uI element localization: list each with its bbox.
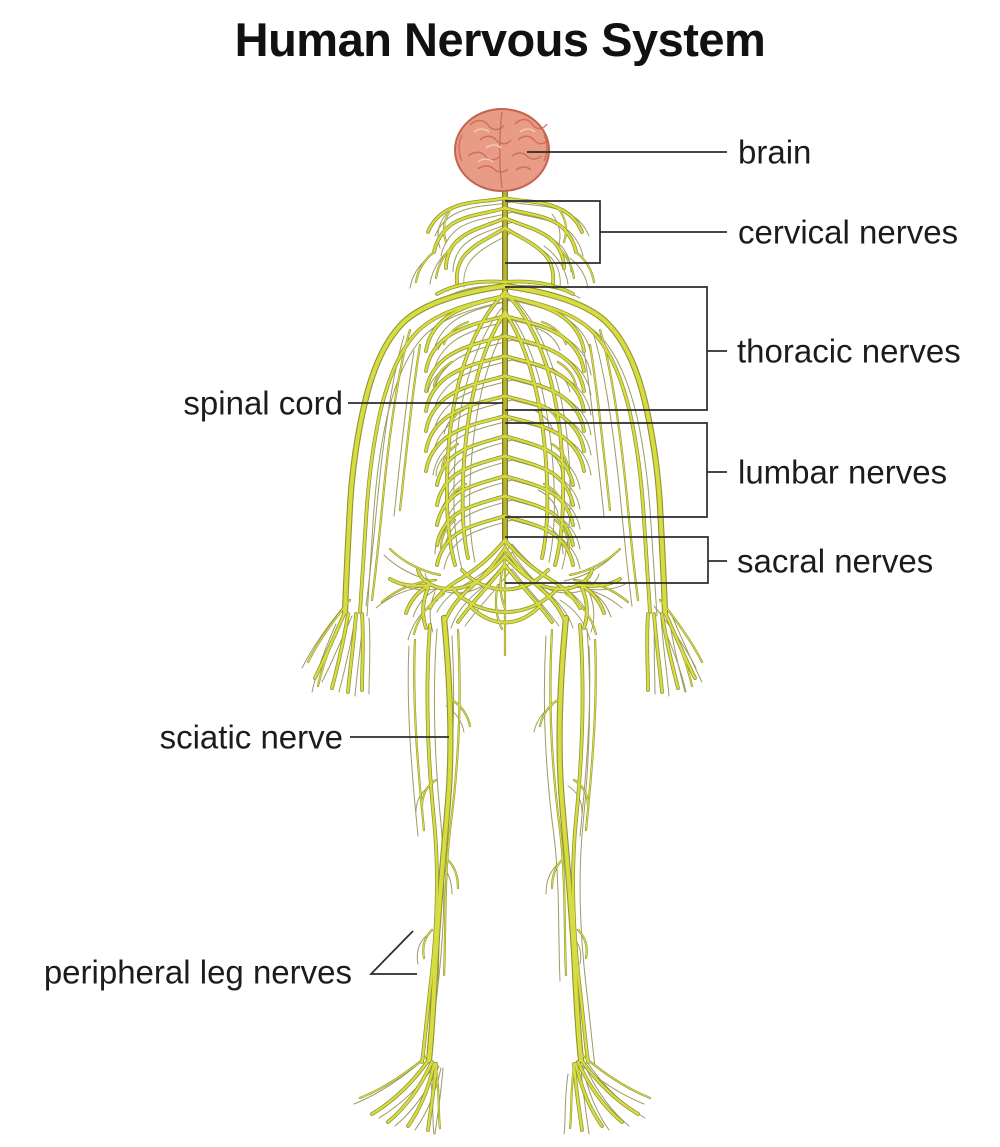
- diagram-title: Human Nervous System: [234, 13, 766, 66]
- label-lumbar-nerves: lumbar nerves: [738, 453, 948, 491]
- label-cervical-nerves: cervical nerves: [738, 213, 959, 251]
- nerve-bright-layer: [308, 180, 702, 1130]
- callout-lines: [348, 151, 727, 975]
- lumbar-bracket: [505, 422, 708, 518]
- label-spinal-cord: spinal cord: [183, 384, 343, 422]
- brain-fissure: [499, 111, 503, 189]
- sacral-bracket: [505, 536, 709, 584]
- label-sciatic-nerve: sciatic nerve: [159, 718, 343, 756]
- brain-illustration: [454, 108, 550, 192]
- label-sacral-nerves: sacral nerves: [737, 542, 934, 580]
- label-brain: brain: [738, 133, 812, 171]
- thoracic-bracket: [505, 286, 708, 411]
- brain-body: [454, 108, 550, 192]
- label-thoracic-nerves: thoracic nerves: [737, 332, 961, 370]
- peripheral-pointer-lines: [368, 930, 417, 975]
- label-peripheral-leg-nerves: peripheral leg nerves: [43, 953, 352, 991]
